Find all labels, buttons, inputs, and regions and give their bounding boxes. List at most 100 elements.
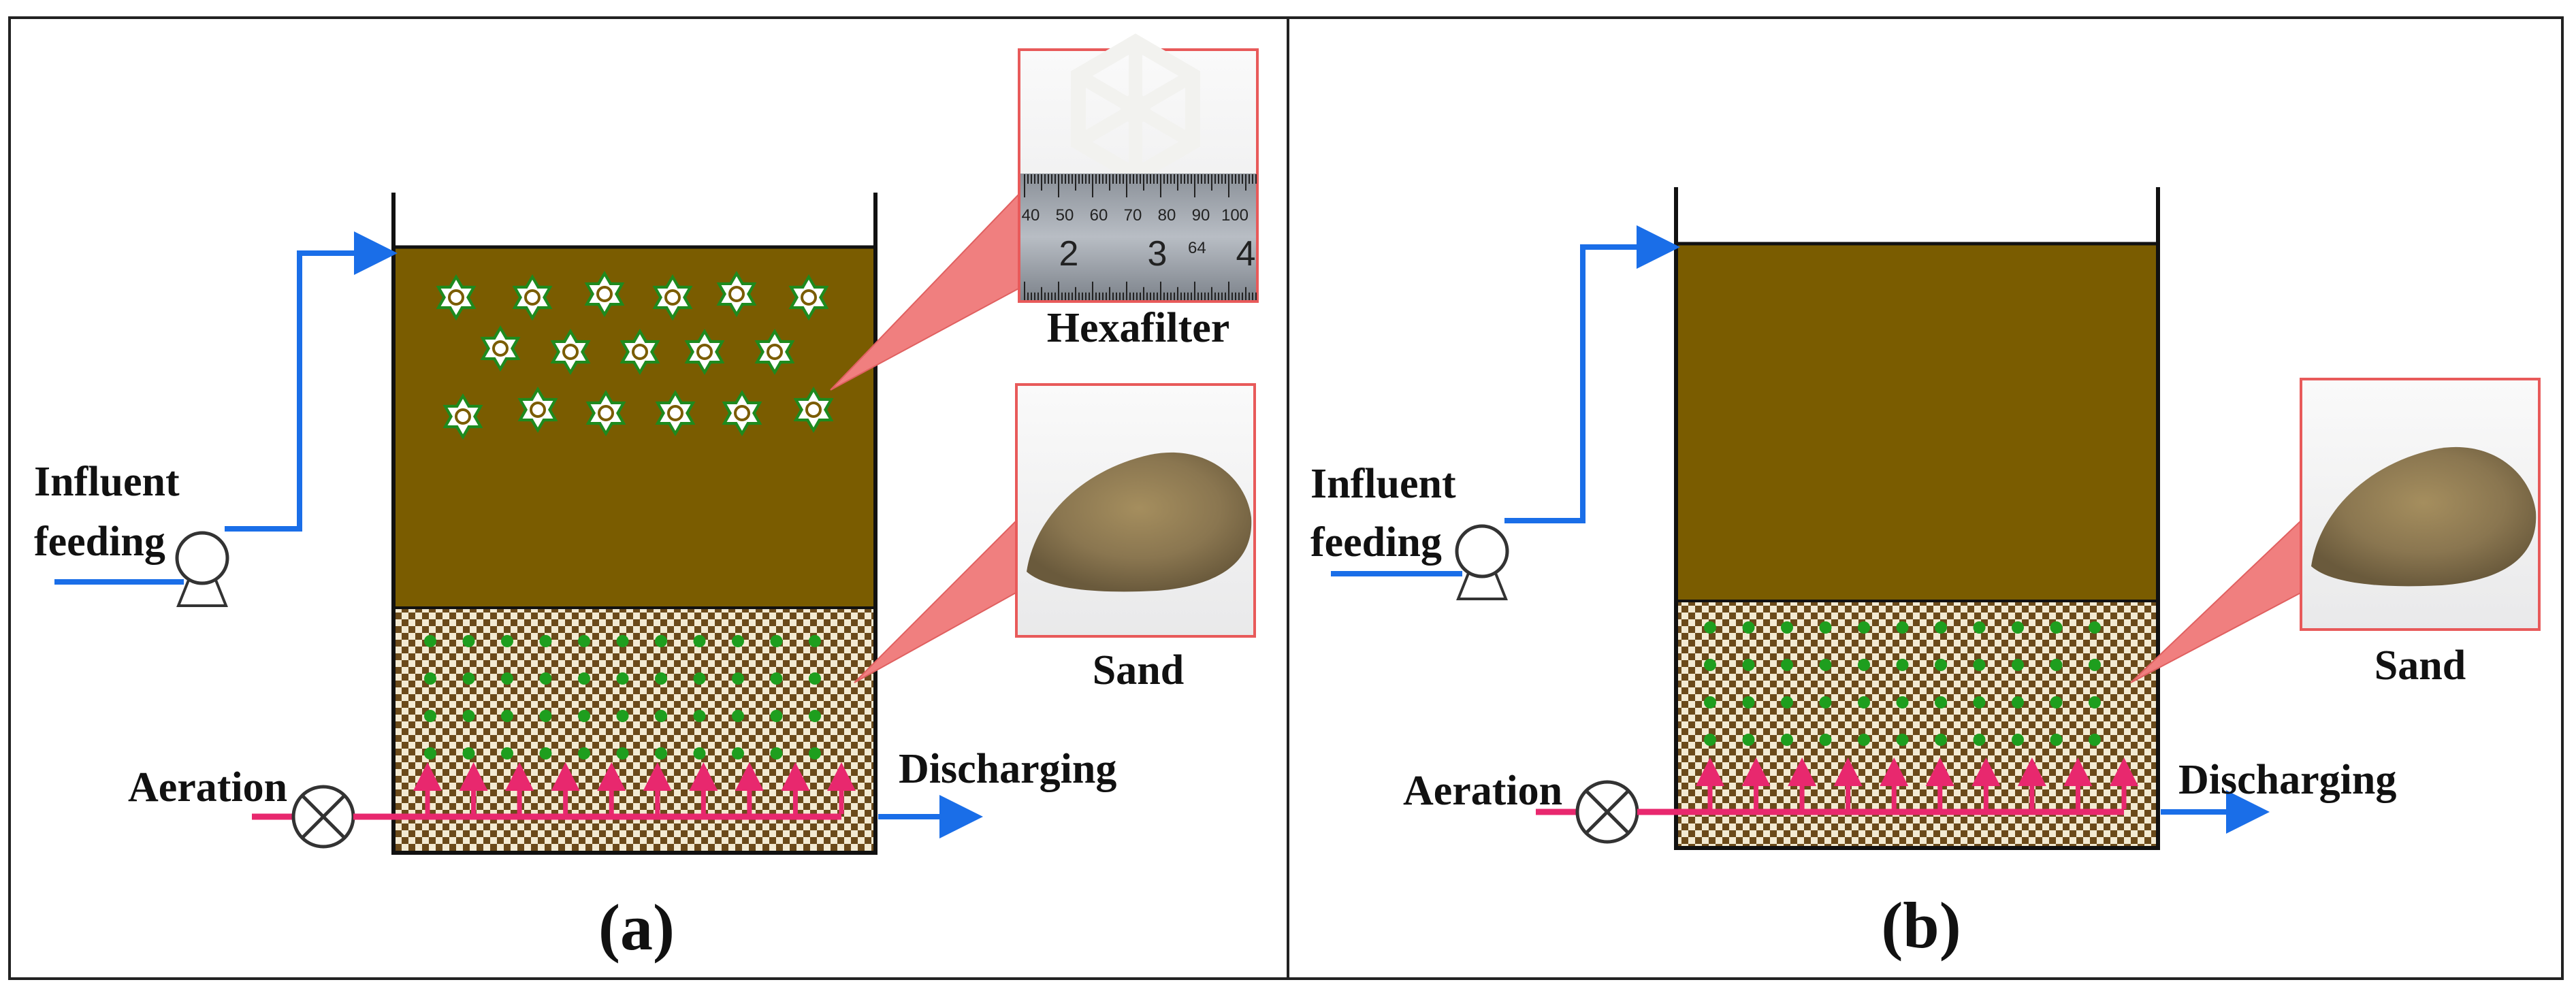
sand-dot <box>2089 734 2101 746</box>
sand-dot <box>1973 696 1986 708</box>
sand-label: Sand <box>1093 647 1184 694</box>
sand-dot <box>616 747 629 760</box>
sand-dot <box>616 672 629 685</box>
discharging-label: Discharging <box>2178 757 2396 803</box>
sand-photo <box>1015 383 1256 638</box>
hexafilter-icon <box>655 390 696 436</box>
hexafilter-icon <box>480 325 521 372</box>
sand-dot <box>2012 696 2024 708</box>
sand-callout <box>854 519 1043 683</box>
aeration-diffusers <box>1696 757 2138 809</box>
pump-icon <box>1455 524 1509 600</box>
influent-label-line2: feeding <box>34 519 165 565</box>
sand-dot <box>770 635 783 647</box>
panel-caption: (b) <box>1881 889 1961 962</box>
influent-label: Influent feeding <box>34 459 190 565</box>
sand-dot <box>1858 696 1870 708</box>
tank-wall <box>391 193 878 855</box>
sand-dot <box>693 710 706 722</box>
sand-dot <box>2050 734 2063 746</box>
influent-pipe <box>1504 225 1680 523</box>
sand-dot <box>1896 696 1909 708</box>
sand-dot <box>1704 659 1716 671</box>
hexafilter-media <box>436 271 834 440</box>
sand-dot <box>462 747 475 760</box>
sand-dot <box>424 635 436 647</box>
sand-dot <box>1819 696 1832 708</box>
sand-pile-icon <box>1027 452 1252 592</box>
sand-dots <box>1704 621 2101 746</box>
ruler-top-label: 40 <box>1022 206 1040 225</box>
sand-dot <box>1935 696 1947 708</box>
sand-dot <box>1704 621 1716 634</box>
hexafilter-icon <box>652 274 693 321</box>
sand-dot <box>693 747 706 760</box>
sand-dot <box>1858 621 1870 634</box>
sand-dot <box>1973 659 1986 671</box>
sand-dot <box>424 747 436 760</box>
hexafilter-icon <box>442 393 483 440</box>
sand-dots <box>424 635 821 760</box>
sand-dot <box>539 710 552 722</box>
hexafilter-icon <box>793 387 834 433</box>
sand-dot <box>693 635 706 647</box>
discharging-label: Discharging <box>899 746 1116 792</box>
sand-dot <box>539 747 552 760</box>
aeration-valve-icon <box>1575 780 1639 844</box>
sand-dot <box>462 635 475 647</box>
hexafilter-icon <box>550 329 591 375</box>
hexafilter-icon <box>684 329 725 375</box>
sand-dot <box>2050 659 2063 671</box>
panel-caption: (a) <box>598 891 675 964</box>
sand-dot <box>1704 696 1716 708</box>
sand-dot <box>770 747 783 760</box>
reactor-water <box>1676 244 2158 601</box>
sand-dot <box>1819 659 1832 671</box>
sand-label: Sand <box>2374 642 2466 689</box>
ruler-top-label: 80 <box>1158 206 1176 225</box>
sand-dot <box>732 672 744 685</box>
ruler-bottom-label: 3 <box>1148 234 1168 274</box>
sand-dot <box>732 635 744 647</box>
sand-dot <box>1973 621 1986 634</box>
ruler-top-label: 50 <box>1056 206 1074 225</box>
sand-dot <box>539 635 552 647</box>
sand-dot <box>1742 621 1755 634</box>
ruler <box>1020 174 1256 300</box>
sand-dot <box>501 747 513 760</box>
aeration-diffusers <box>413 762 856 814</box>
sand-dot <box>1781 734 1793 746</box>
sand-dot <box>2050 696 2063 708</box>
sand-photo <box>2300 378 2541 631</box>
sand-dot <box>539 672 552 685</box>
hexafilter-icon <box>788 274 829 321</box>
sand-dot <box>501 672 513 685</box>
sand-dot <box>1935 621 1947 634</box>
hexafilter-icon <box>754 329 795 375</box>
aeration-valve-icon <box>291 785 355 849</box>
ruler-bottom-label: 2 <box>1059 234 1079 274</box>
sand-dot <box>809 710 821 722</box>
sand-dot <box>1781 659 1793 671</box>
sand-dot <box>462 710 475 722</box>
influent-label-line2: feeding <box>1310 519 1442 566</box>
hexafilter-label: Hexafilter <box>1047 305 1230 351</box>
sand-dot <box>655 747 667 760</box>
sand-pile-icon <box>2311 446 2537 587</box>
influent-pipe <box>225 231 398 532</box>
sand-dot <box>578 710 590 722</box>
pump-icon <box>175 531 229 607</box>
sand-dot <box>2050 621 2063 634</box>
sand-dot <box>1973 734 1986 746</box>
sand-dot <box>1896 621 1909 634</box>
aeration-label: Aeration <box>1403 768 1562 814</box>
sand-dot <box>1742 696 1755 708</box>
tank-wall <box>1674 187 2160 850</box>
ruler-top-label: 90 <box>1192 206 1210 225</box>
sand-dot <box>616 710 629 722</box>
sand-dot <box>2012 659 2024 671</box>
ruler-mark: 64 <box>1188 239 1206 257</box>
sand-dot <box>1935 734 1947 746</box>
